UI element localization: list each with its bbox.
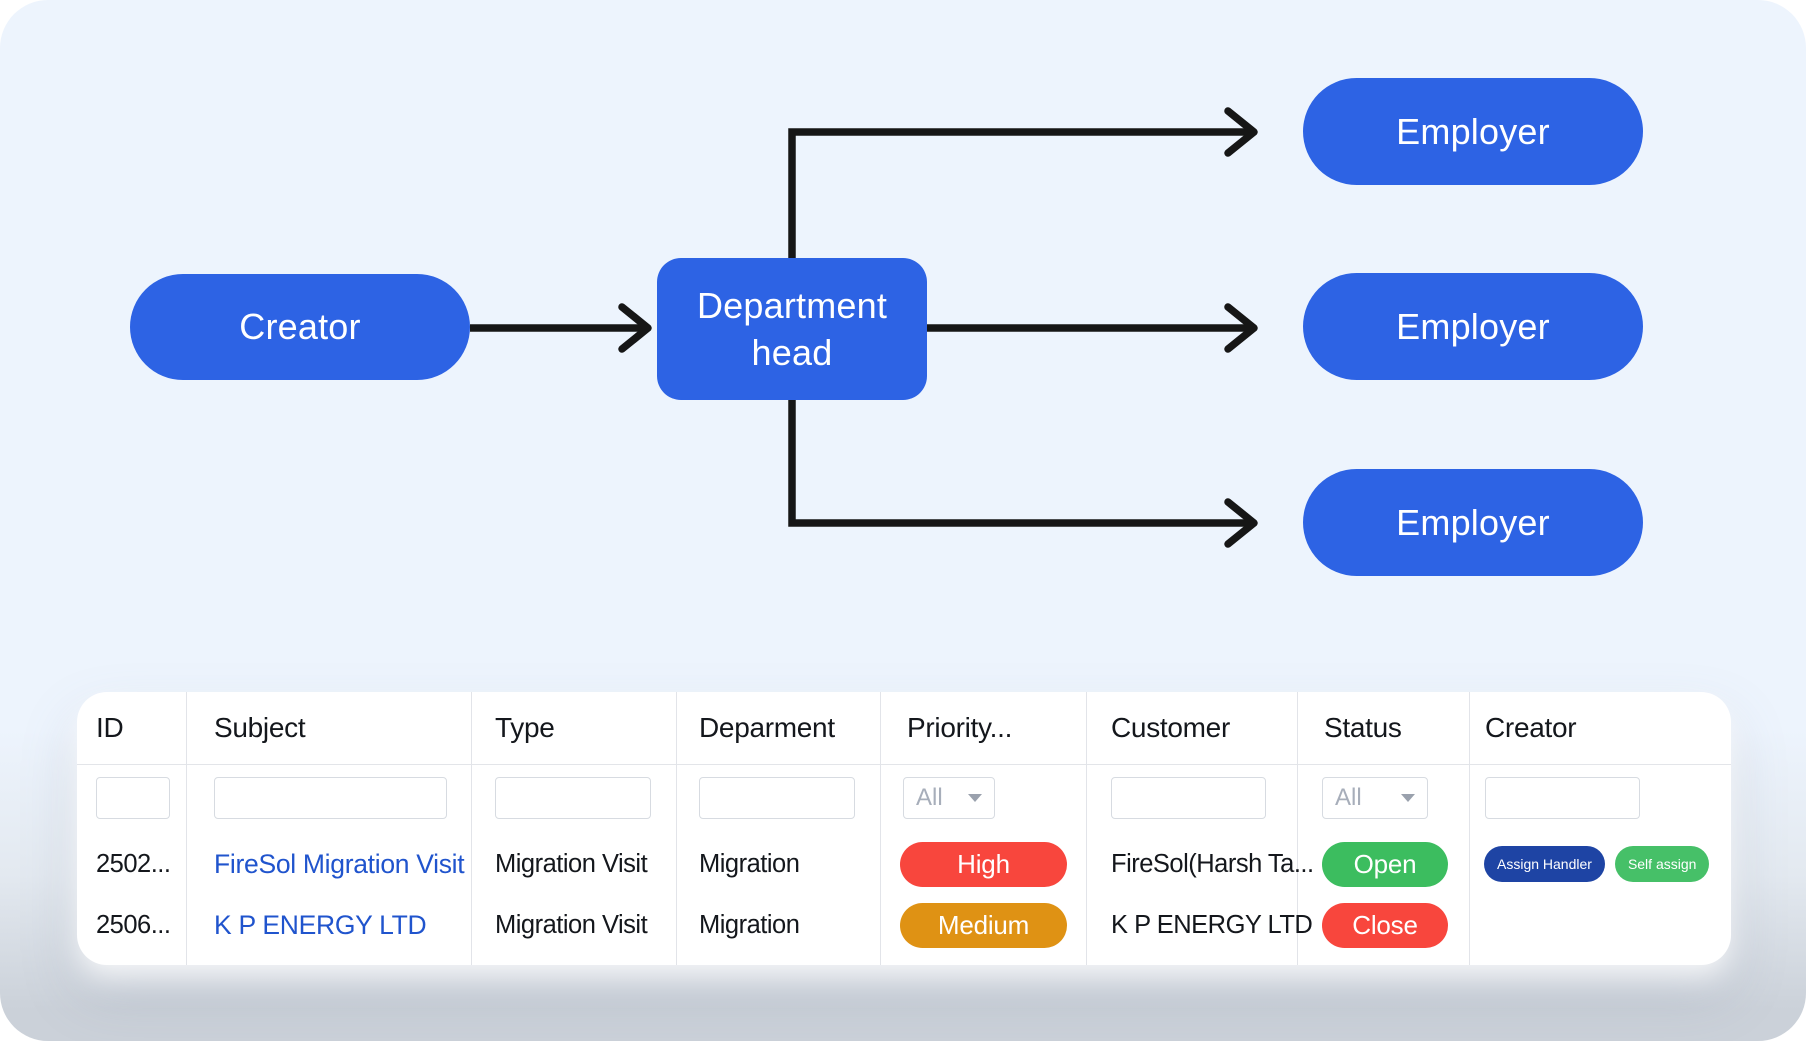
id-filter-input[interactable] <box>96 777 170 819</box>
column-header-type: Type <box>472 692 676 765</box>
status-cell-row1: Open <box>1322 841 1467 887</box>
arrow-depthead-to-employer-1 <box>788 107 1258 260</box>
department-head-node: Department head <box>657 258 927 400</box>
column-header-creator: Creator <box>1470 692 1731 765</box>
creator-cell-row2 <box>1485 903 1729 947</box>
creator-filter-input[interactable] <box>1485 777 1640 819</box>
customer-cell-row2: K P ENERGY LTD <box>1111 910 1313 939</box>
tickets-table: ID 2502... 2506... Subject FireSol Migra… <box>77 692 1731 965</box>
status-filter-value: All <box>1335 784 1362 811</box>
creator-cell-row1: Assign Handler Self assign <box>1484 842 1729 886</box>
column-deparment: Deparment Migration Migration <box>677 692 881 965</box>
column-id: ID 2502... 2506... <box>77 692 187 965</box>
column-type: Type Migration Visit Migration Visit <box>472 692 677 965</box>
status-filter-select[interactable]: All <box>1322 777 1428 819</box>
column-header-subject: Subject <box>187 692 471 765</box>
column-priority: Priority... All High Medium <box>881 692 1087 965</box>
priority-cell-row1: High <box>900 841 1084 887</box>
type-filter-input[interactable] <box>495 777 651 819</box>
arrow-depthead-to-employer-3 <box>788 399 1258 548</box>
assign-handler-button[interactable]: Assign Handler <box>1484 846 1605 882</box>
type-cell-row1: Migration Visit <box>495 849 648 878</box>
deparment-cell-row2: Migration <box>699 910 800 939</box>
id-cell-row2: 2506... <box>96 910 171 939</box>
column-subject: Subject FireSol Migration Visit K P ENER… <box>187 692 472 965</box>
column-header-id: ID <box>77 692 186 765</box>
employer-node-2: Employer <box>1303 273 1643 380</box>
status-badge-close: Close <box>1322 902 1448 948</box>
column-header-status: Status <box>1298 692 1469 765</box>
column-customer: Customer FireSol(Harsh Ta... K P ENERGY … <box>1087 692 1314 965</box>
chevron-down-icon <box>968 794 982 802</box>
self-assign-button[interactable]: Self assign <box>1614 846 1710 882</box>
priority-filter-value: All <box>916 784 943 811</box>
column-header-deparment: Deparment <box>677 692 880 765</box>
subject-link-row1[interactable]: FireSol Migration Visit <box>214 848 465 879</box>
chevron-down-icon <box>1401 794 1415 802</box>
deparment-cell-row1: Migration <box>699 849 800 878</box>
priority-filter-select[interactable]: All <box>903 777 995 819</box>
subject-cell-row2: K P ENERGY LTD <box>214 903 469 947</box>
column-creator: Creator Assign Handler Self assign <box>1470 692 1731 965</box>
subject-cell-row1: FireSol Migration Visit <box>214 842 469 886</box>
customer-cell-row1: FireSol(Harsh Ta... <box>1111 849 1314 878</box>
id-cell-row1: 2502... <box>96 849 171 878</box>
column-status: Status All Open Close <box>1298 692 1470 965</box>
column-header-customer: Customer <box>1087 692 1297 765</box>
creator-node: Creator <box>130 274 470 380</box>
status-badge-open: Open <box>1322 841 1448 887</box>
employer-node-3: Employer <box>1303 469 1643 576</box>
subject-link-row2[interactable]: K P ENERGY LTD <box>214 909 427 940</box>
priority-cell-row2: Medium <box>900 902 1084 948</box>
type-cell-row2: Migration Visit <box>495 910 648 939</box>
priority-badge-high: High <box>900 841 1067 887</box>
customer-filter-input[interactable] <box>1111 777 1266 819</box>
deparment-filter-input[interactable] <box>699 777 855 819</box>
column-header-priority: Priority... <box>881 692 1086 765</box>
status-cell-row2: Close <box>1322 902 1467 948</box>
priority-badge-medium: Medium <box>900 902 1067 948</box>
employer-node-1: Employer <box>1303 78 1643 185</box>
subject-filter-input[interactable] <box>214 777 447 819</box>
arrow-creator-to-depthead <box>470 303 652 353</box>
arrow-depthead-to-employer-2 <box>927 303 1258 353</box>
